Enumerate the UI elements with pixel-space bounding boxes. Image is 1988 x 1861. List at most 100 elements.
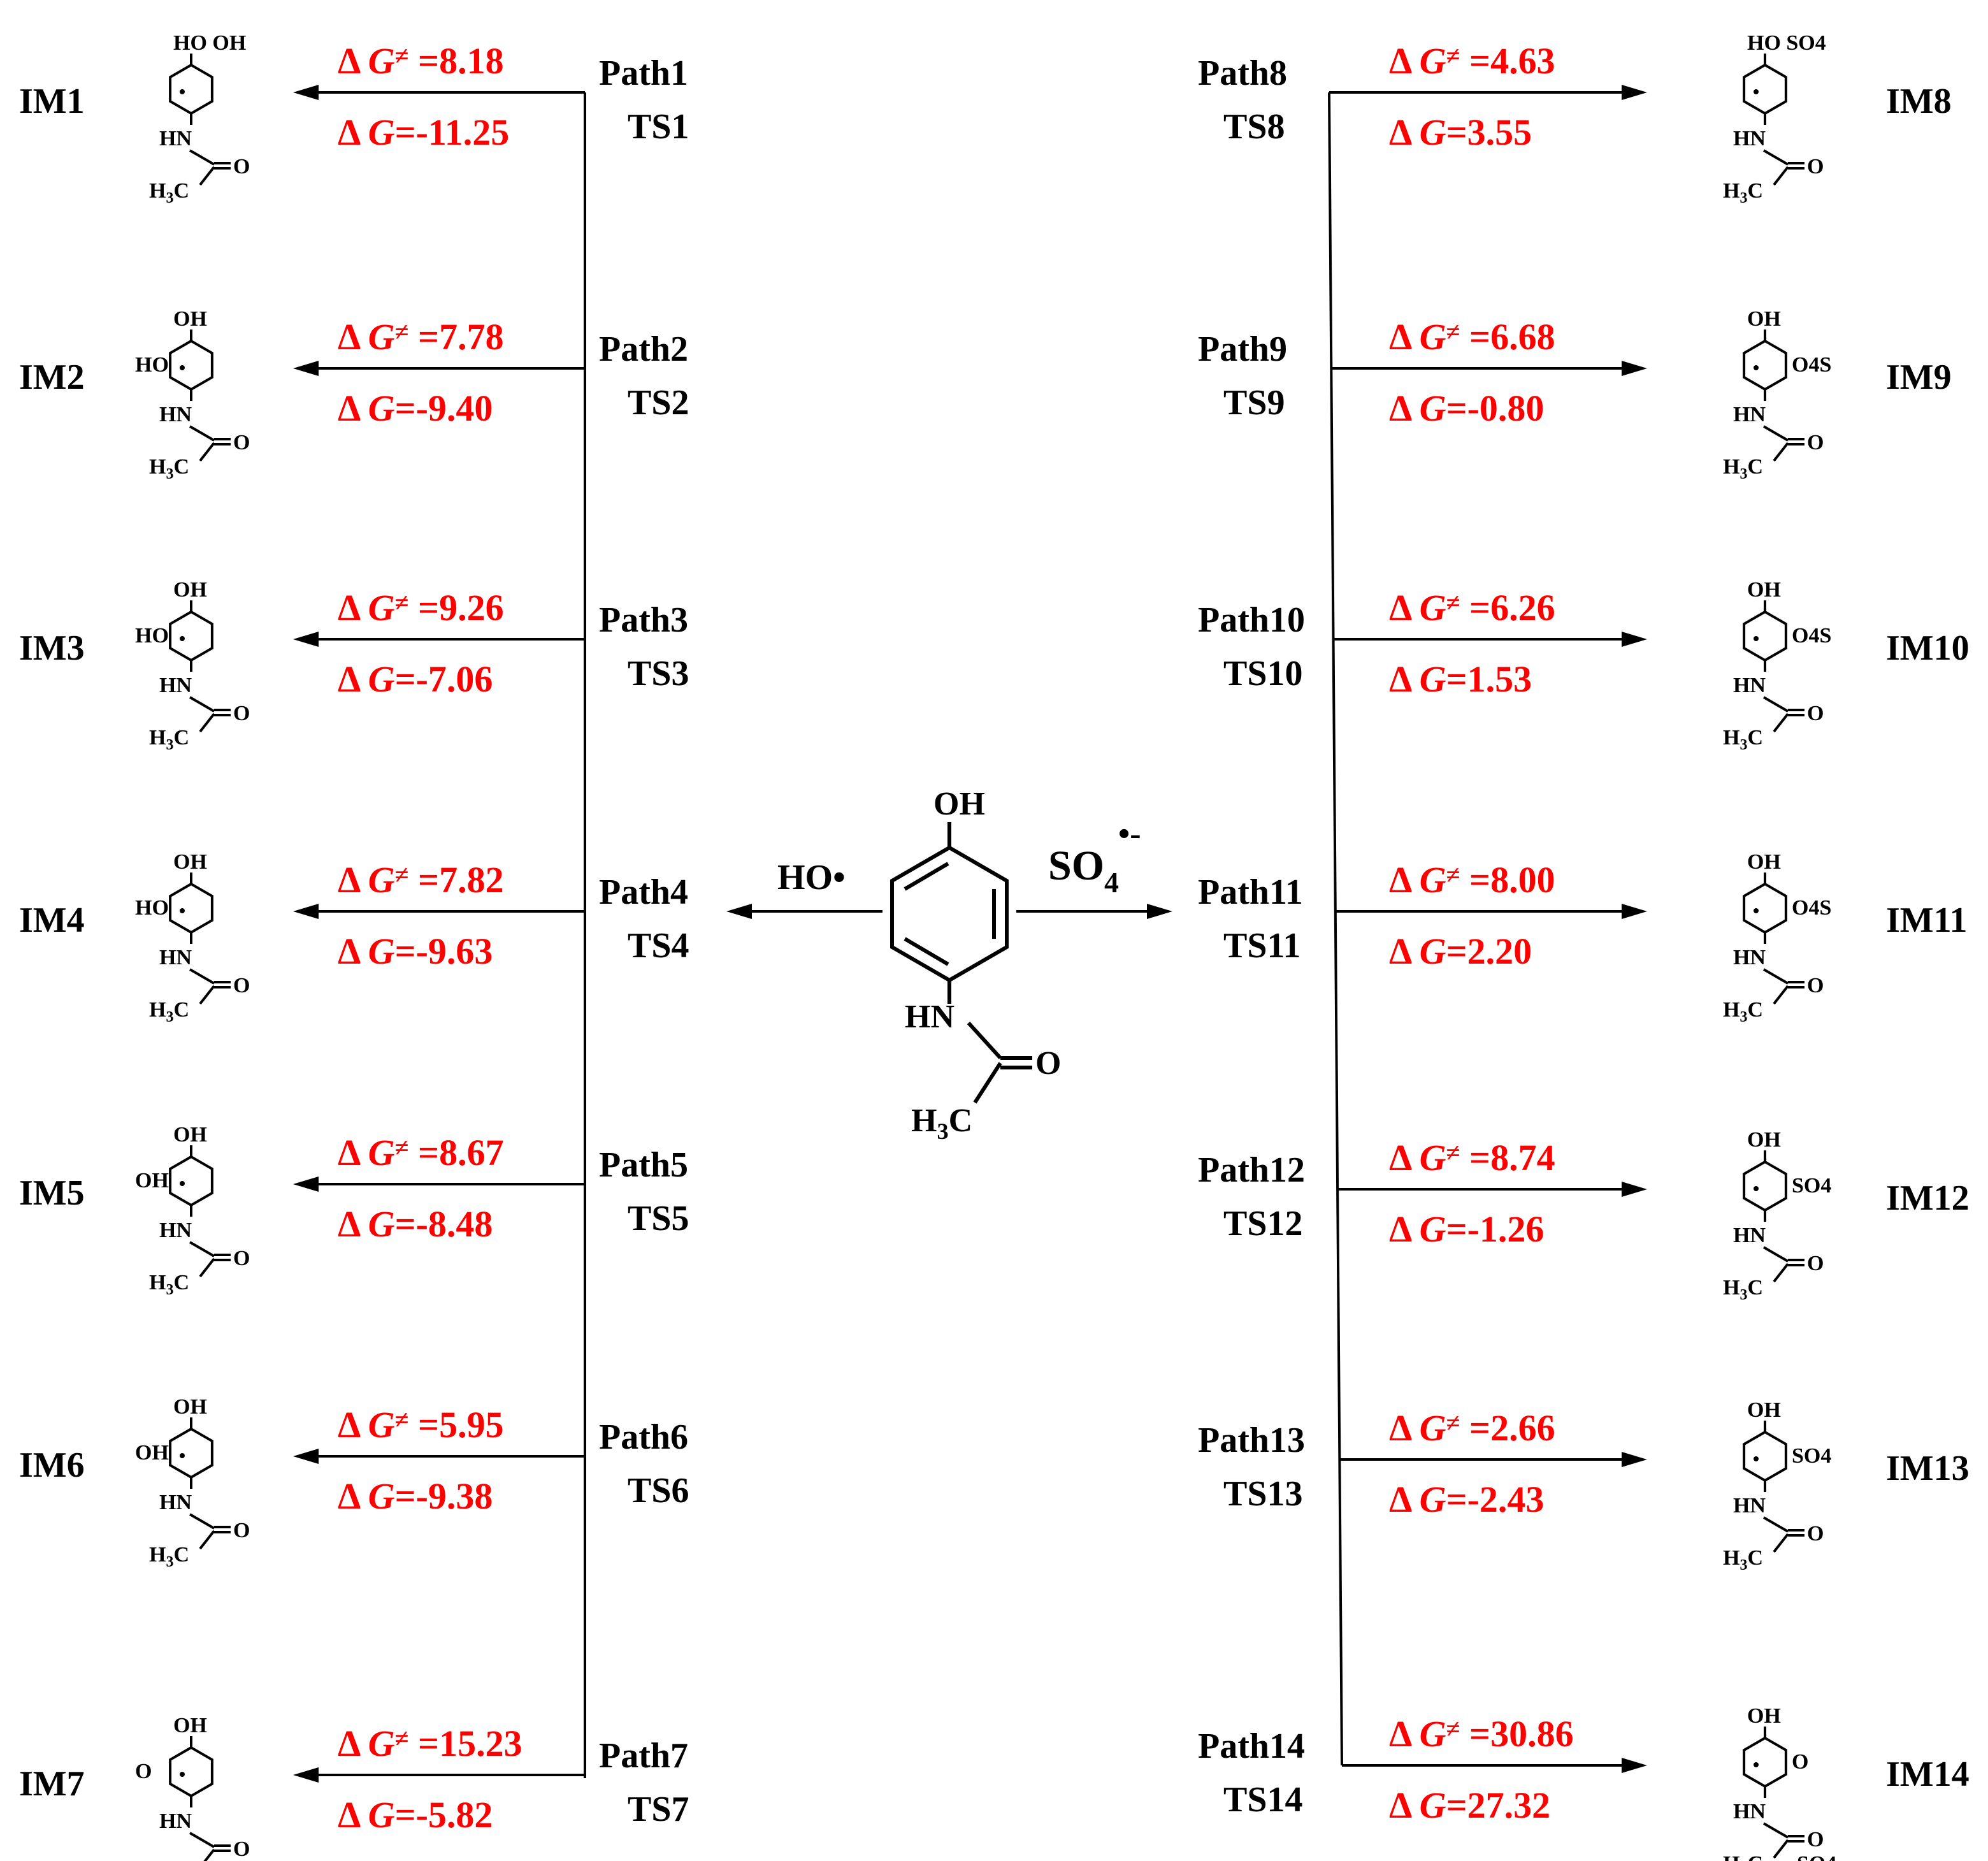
mol-top-label: OH	[173, 1123, 207, 1147]
mol-sub-label: OH	[135, 1169, 169, 1192]
mol-hn-label: HN	[159, 946, 192, 969]
mol-h3c-label: H3C	[1723, 1546, 1763, 1574]
benzene-ring	[1743, 1736, 1787, 1788]
path-arrowhead	[293, 1767, 319, 1783]
methyl-bond	[1773, 1839, 1789, 1859]
mol-sub-label: SO4	[1792, 1444, 1831, 1468]
ts-label: TS12	[1223, 1204, 1303, 1243]
amide-bond	[1762, 696, 1789, 713]
im-label: IM2	[19, 358, 85, 397]
mol-h3c-label: H3C	[1723, 726, 1763, 753]
dg-label: Δ G=27.32	[1389, 1785, 1550, 1826]
path-label: Path5	[599, 1145, 688, 1185]
mol-h3c-label: H3C	[1723, 455, 1763, 482]
radical-dot	[1754, 1456, 1759, 1461]
mol-o-label: O	[1807, 1828, 1824, 1851]
center-o-label: O	[1035, 1045, 1061, 1082]
path-arrowhead	[293, 361, 319, 376]
amide-bond	[1762, 1516, 1789, 1533]
dg-label: Δ G=-0.80	[1389, 387, 1544, 429]
ts-label: TS8	[1223, 107, 1285, 147]
mol-sub-label: OH	[135, 1441, 169, 1465]
mol-h3c-label: H3C	[1723, 1276, 1763, 1303]
ts-label: TS1	[628, 107, 689, 147]
path-arrowhead	[293, 1177, 319, 1192]
path-arrowhead	[293, 904, 319, 919]
dg-barrier-label: Δ G≠ =2.66	[1389, 1407, 1555, 1449]
path-arrowhead	[1622, 1452, 1647, 1467]
benzene-ring	[169, 339, 213, 391]
ring-double-bond	[904, 862, 949, 891]
mol-o-label: O	[1807, 155, 1824, 178]
path-label: Path9	[1198, 329, 1287, 369]
ts-label: TS13	[1223, 1474, 1303, 1514]
dg-barrier-label: Δ G≠ =8.18	[338, 40, 504, 82]
mol-hn-label: HN	[1733, 127, 1766, 150]
mol-sub-label: HO	[135, 353, 169, 377]
mol-top-label: OH	[173, 1395, 207, 1419]
benzene-ring	[169, 63, 213, 115]
im-label: IM9	[1886, 358, 1952, 397]
dg-barrier-label: Δ G≠ =30.86	[1389, 1713, 1574, 1755]
mol-o-label: O	[233, 1519, 250, 1542]
path-arrowhead	[1622, 904, 1647, 919]
mol-hn-label: HN	[1733, 946, 1766, 969]
dg-label: Δ G=-7.06	[338, 658, 493, 700]
radical-dot	[1754, 1186, 1759, 1191]
dg-barrier-label: Δ G≠ =8.67	[338, 1132, 504, 1173]
mol-top-label: OH	[173, 307, 207, 331]
amide-bond	[967, 1021, 1002, 1060]
sulfate-radical-charge: •-	[1118, 816, 1141, 852]
dg-barrier-label: Δ G≠ =7.78	[338, 316, 504, 358]
mol-hn-label: HN	[1733, 1224, 1766, 1247]
path-label: Path1	[599, 54, 688, 93]
dg-barrier-label: Δ G≠ =7.82	[338, 859, 504, 901]
mol-top-label: OH	[173, 850, 207, 874]
right-trunk-line	[1328, 92, 1343, 1766]
radical-dot	[1754, 365, 1759, 370]
radical-dot	[180, 89, 185, 94]
mol-top-label: OH	[1747, 578, 1781, 602]
radical-dot	[180, 1181, 185, 1186]
radical-dot	[180, 1772, 185, 1777]
im-label: IM8	[1886, 82, 1952, 121]
dg-barrier-label: Δ G≠ =15.23	[338, 1723, 522, 1764]
path-label: Path4	[599, 873, 688, 912]
mol-sub-label: O	[135, 1760, 152, 1783]
ts-label: TS6	[628, 1471, 689, 1510]
mol-o-label: O	[1807, 1522, 1824, 1546]
path-label: Path11	[1198, 873, 1303, 912]
mol-o-label: O	[233, 702, 250, 725]
im-label: IM3	[19, 628, 85, 668]
path-label: Path6	[599, 1417, 688, 1457]
mol-sub-label: O	[1792, 1750, 1808, 1774]
im-label: IM6	[19, 1445, 85, 1485]
im-label: IM13	[1886, 1449, 1970, 1488]
path-label: Path14	[1198, 1727, 1305, 1766]
dg-barrier-label: Δ G≠ =6.68	[1389, 316, 1555, 358]
center-h3c-label: H3C	[911, 1103, 972, 1144]
dg-label: Δ G=-9.40	[338, 387, 493, 429]
ring-double-bond	[904, 937, 949, 966]
dg-label: Δ G=1.53	[1389, 658, 1532, 700]
mol-o-label: O	[233, 155, 250, 178]
mol-sub-label: HO	[135, 624, 169, 648]
im-label: IM4	[19, 901, 85, 940]
methyl-bond	[203, 1848, 215, 1861]
dg-label: Δ G=-8.48	[338, 1203, 493, 1245]
dg-label: Δ G=-9.38	[338, 1475, 493, 1517]
mol-top-label: OH	[1747, 307, 1781, 331]
amide-bond	[189, 149, 215, 166]
methyl-bond	[199, 1530, 215, 1550]
amide-bond	[189, 696, 215, 713]
dg-barrier-label: Δ G≠ =8.00	[1389, 859, 1555, 901]
dg-barrier-label: Δ G≠ =5.95	[338, 1404, 504, 1445]
ts-label: TS14	[1223, 1780, 1303, 1820]
mol-h3c-label: H3C	[1723, 998, 1763, 1025]
dg-label: Δ G=-1.26	[1389, 1208, 1544, 1250]
mol-o-label: O	[233, 431, 250, 454]
center-oh-label: OH	[933, 786, 985, 822]
ts-label: TS10	[1223, 654, 1303, 693]
dg-barrier-label: Δ G≠ =9.26	[338, 587, 504, 628]
